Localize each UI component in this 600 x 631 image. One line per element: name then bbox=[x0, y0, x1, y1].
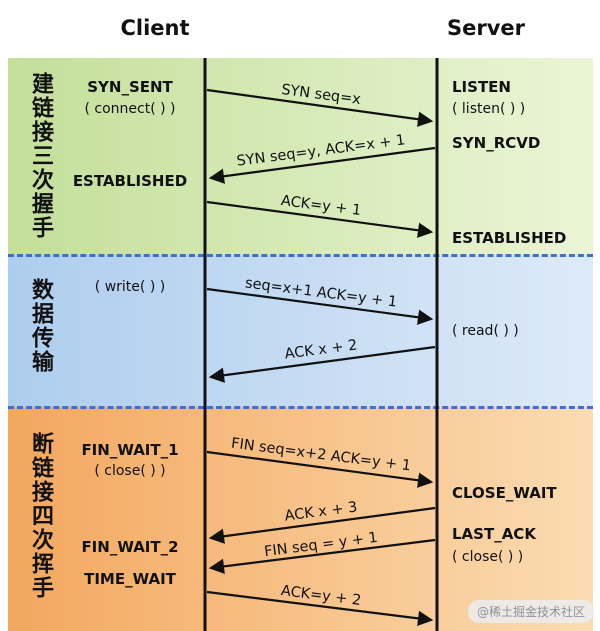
client-state-time-wait: TIME_WAIT bbox=[84, 570, 176, 588]
server-call-listen: ( listen( ) ) bbox=[452, 101, 526, 117]
server-state-established: ESTABLISHED bbox=[452, 229, 567, 247]
server-state-listen: LISTEN bbox=[452, 78, 511, 96]
arrow-syn-ack bbox=[208, 146, 436, 184]
arrow-fin-2-ack bbox=[206, 590, 434, 627]
section-label-teardown: 断链接四次挥手 bbox=[28, 432, 53, 600]
client-call-write: ( write( ) ) bbox=[94, 279, 166, 295]
arrow-data-seg bbox=[206, 287, 434, 325]
teardown-band bbox=[8, 407, 593, 631]
server-header: Server bbox=[446, 16, 526, 40]
arrow-ack-handshake bbox=[206, 200, 434, 238]
server-state-last-ack: LAST_ACK bbox=[452, 525, 536, 543]
arrow-syn bbox=[206, 88, 434, 127]
client-call-close: ( close( ) ) bbox=[94, 463, 166, 479]
server-state-close-wait: CLOSE_WAIT bbox=[452, 484, 557, 502]
client-state-syn-sent: SYN_SENT bbox=[87, 78, 173, 96]
server-call-close: ( close( ) ) bbox=[452, 549, 524, 565]
transfer-band bbox=[8, 255, 593, 407]
section-divider-2 bbox=[8, 406, 593, 409]
server-state-syn-rcvd: SYN_RCVD bbox=[452, 134, 541, 152]
client-state-fin-wait-2: FIN_WAIT_2 bbox=[81, 538, 179, 556]
section-divider-1 bbox=[8, 254, 593, 257]
arrow-data-ack bbox=[208, 345, 436, 383]
client-state-established: ESTABLISHED bbox=[72, 172, 188, 190]
handshake-band bbox=[8, 58, 593, 255]
arrow-fin-1-ack bbox=[208, 506, 436, 544]
arrow-fin-1 bbox=[206, 450, 434, 488]
section-label-transfer: 数据传输 bbox=[28, 278, 53, 374]
server-call-read: ( read( ) ) bbox=[452, 323, 519, 339]
client-header: Client bbox=[120, 16, 190, 40]
client-call-connect: ( connect( ) ) bbox=[84, 101, 176, 117]
client-state-fin-wait-1: FIN_WAIT_1 bbox=[81, 441, 179, 459]
section-label-handshake: 建链接三次握手 bbox=[28, 72, 53, 240]
watermark-badge: @稀土掘金技术社区 bbox=[467, 600, 594, 623]
arrow-fin-2 bbox=[208, 538, 436, 575]
